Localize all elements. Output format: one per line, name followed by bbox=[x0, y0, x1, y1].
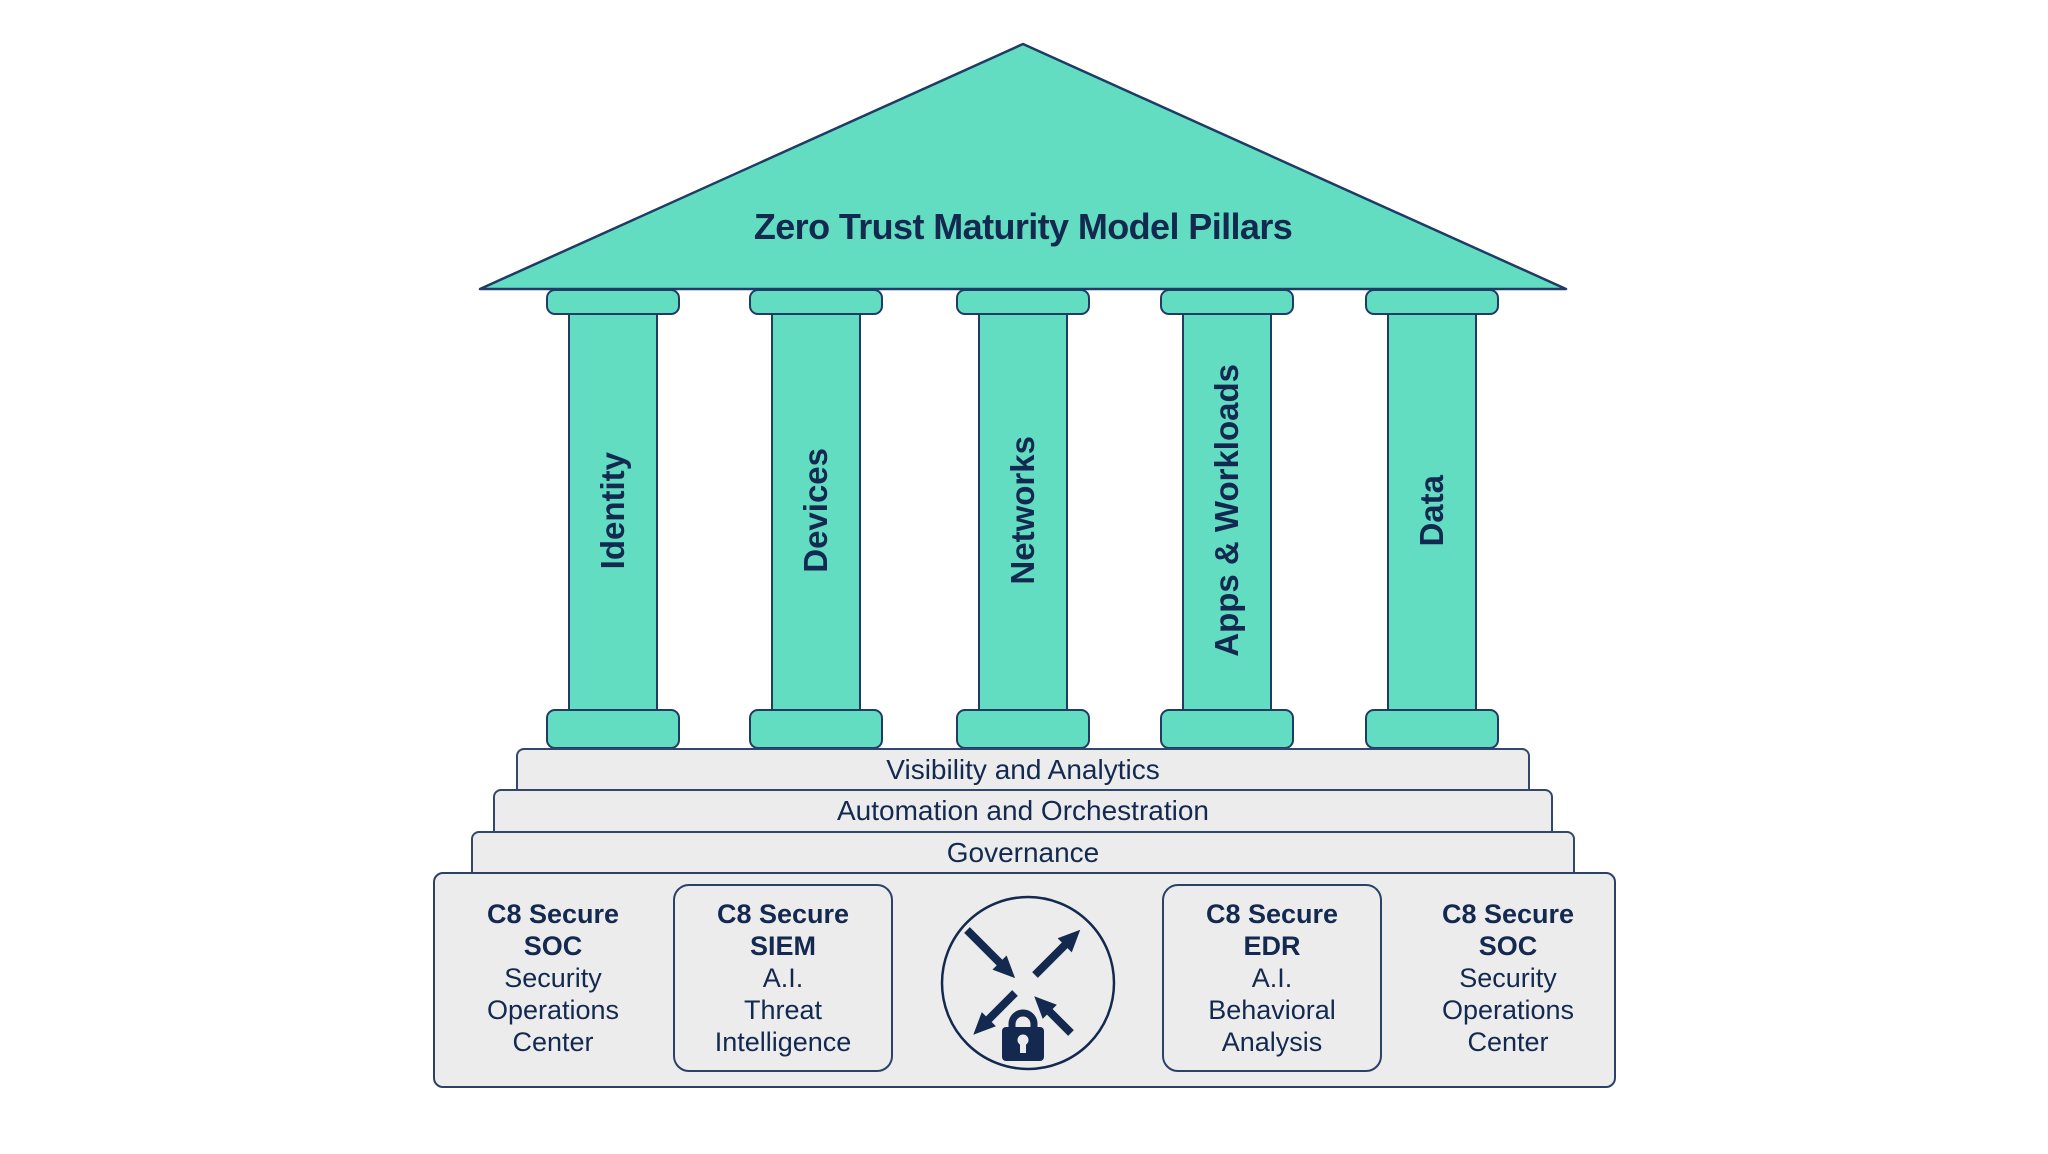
soc-right-title-line1: C8 Secure bbox=[1441, 899, 1575, 929]
siem-line3: Intelligence bbox=[714, 1027, 852, 1057]
pillar-networks-label: Networks bbox=[1004, 436, 1041, 585]
edr-line2: Behavioral bbox=[1208, 995, 1336, 1025]
arrows-and-padlock-icon bbox=[940, 895, 1116, 1071]
pillar-networks-capital bbox=[956, 289, 1090, 315]
pillar-data: Data bbox=[1387, 310, 1477, 711]
soc-right-title-line2: SOC bbox=[1478, 931, 1538, 961]
soc-right-line1: Security bbox=[1459, 963, 1557, 993]
siem-line2: Threat bbox=[743, 995, 823, 1025]
siem-line1: A.I. bbox=[762, 963, 804, 993]
soc-right-line3: Center bbox=[1467, 1027, 1549, 1057]
padlock-glyph bbox=[1002, 1009, 1044, 1061]
edr-line1: A.I. bbox=[1251, 963, 1293, 993]
step-governance-label: Governance bbox=[946, 836, 1100, 868]
pillar-networks: Networks bbox=[978, 310, 1068, 711]
soc-left-line2: Operations bbox=[486, 995, 620, 1025]
pediment-roof-shape bbox=[478, 42, 1568, 291]
step-visibility-and-analytics: Visibility and Analytics bbox=[516, 748, 1530, 791]
pillar-apps-workloads: Apps & Workloads bbox=[1182, 310, 1272, 711]
pillar-identity-capital bbox=[546, 289, 680, 315]
soc-left-title-line1: C8 Secure bbox=[486, 899, 620, 929]
pillar-apps-workloads-base bbox=[1160, 709, 1294, 749]
step-governance: Governance bbox=[471, 831, 1575, 874]
pillar-data-capital bbox=[1365, 289, 1499, 315]
soc-left-title-line2: SOC bbox=[523, 931, 583, 961]
edr-line3: Analysis bbox=[1221, 1027, 1323, 1057]
pediment-title: Zero Trust Maturity Model Pillars bbox=[753, 206, 1293, 247]
soc-right-line2: Operations bbox=[1441, 995, 1575, 1025]
siem-title-line2: SIEM bbox=[749, 931, 816, 961]
pillar-identity: Identity bbox=[568, 310, 658, 711]
soc-left-line1: Security bbox=[504, 963, 602, 993]
soc-left-line3: Center bbox=[512, 1027, 594, 1057]
pillar-devices-capital bbox=[749, 289, 883, 315]
pillar-apps-workloads-capital bbox=[1160, 289, 1294, 315]
step-visibility-and-analytics-label: Visibility and Analytics bbox=[886, 753, 1160, 785]
pillar-data-label: Data bbox=[1413, 474, 1450, 547]
step-automation-and-orchestration: Automation and Orchestration bbox=[493, 789, 1553, 833]
edr-title-line1: C8 Secure bbox=[1205, 899, 1339, 929]
pillar-identity-base bbox=[546, 709, 680, 749]
siem-title-line1: C8 Secure bbox=[716, 899, 850, 929]
pillar-devices-base bbox=[749, 709, 883, 749]
pillar-apps-workloads-label: Apps & Workloads bbox=[1208, 364, 1245, 657]
foundation-block-soc-right: C8 Secure SOC Security Operations Center bbox=[1398, 884, 1618, 1072]
pillar-data-base bbox=[1365, 709, 1499, 749]
step-automation-and-orchestration-label: Automation and Orchestration bbox=[837, 795, 1209, 826]
pillar-devices-label: Devices bbox=[797, 448, 834, 573]
pillar-networks-base bbox=[956, 709, 1090, 749]
foundation-block-soc-left: C8 Secure SOC Security Operations Center bbox=[443, 884, 663, 1072]
foundation-block-siem: C8 Secure SIEM A.I. Threat Intelligence bbox=[673, 884, 893, 1072]
pillar-devices: Devices bbox=[771, 310, 861, 711]
edr-title-line2: EDR bbox=[1243, 931, 1301, 961]
pillar-identity-label: Identity bbox=[594, 451, 631, 570]
foundation-block-edr: C8 Secure EDR A.I. Behavioral Analysis bbox=[1162, 884, 1382, 1072]
